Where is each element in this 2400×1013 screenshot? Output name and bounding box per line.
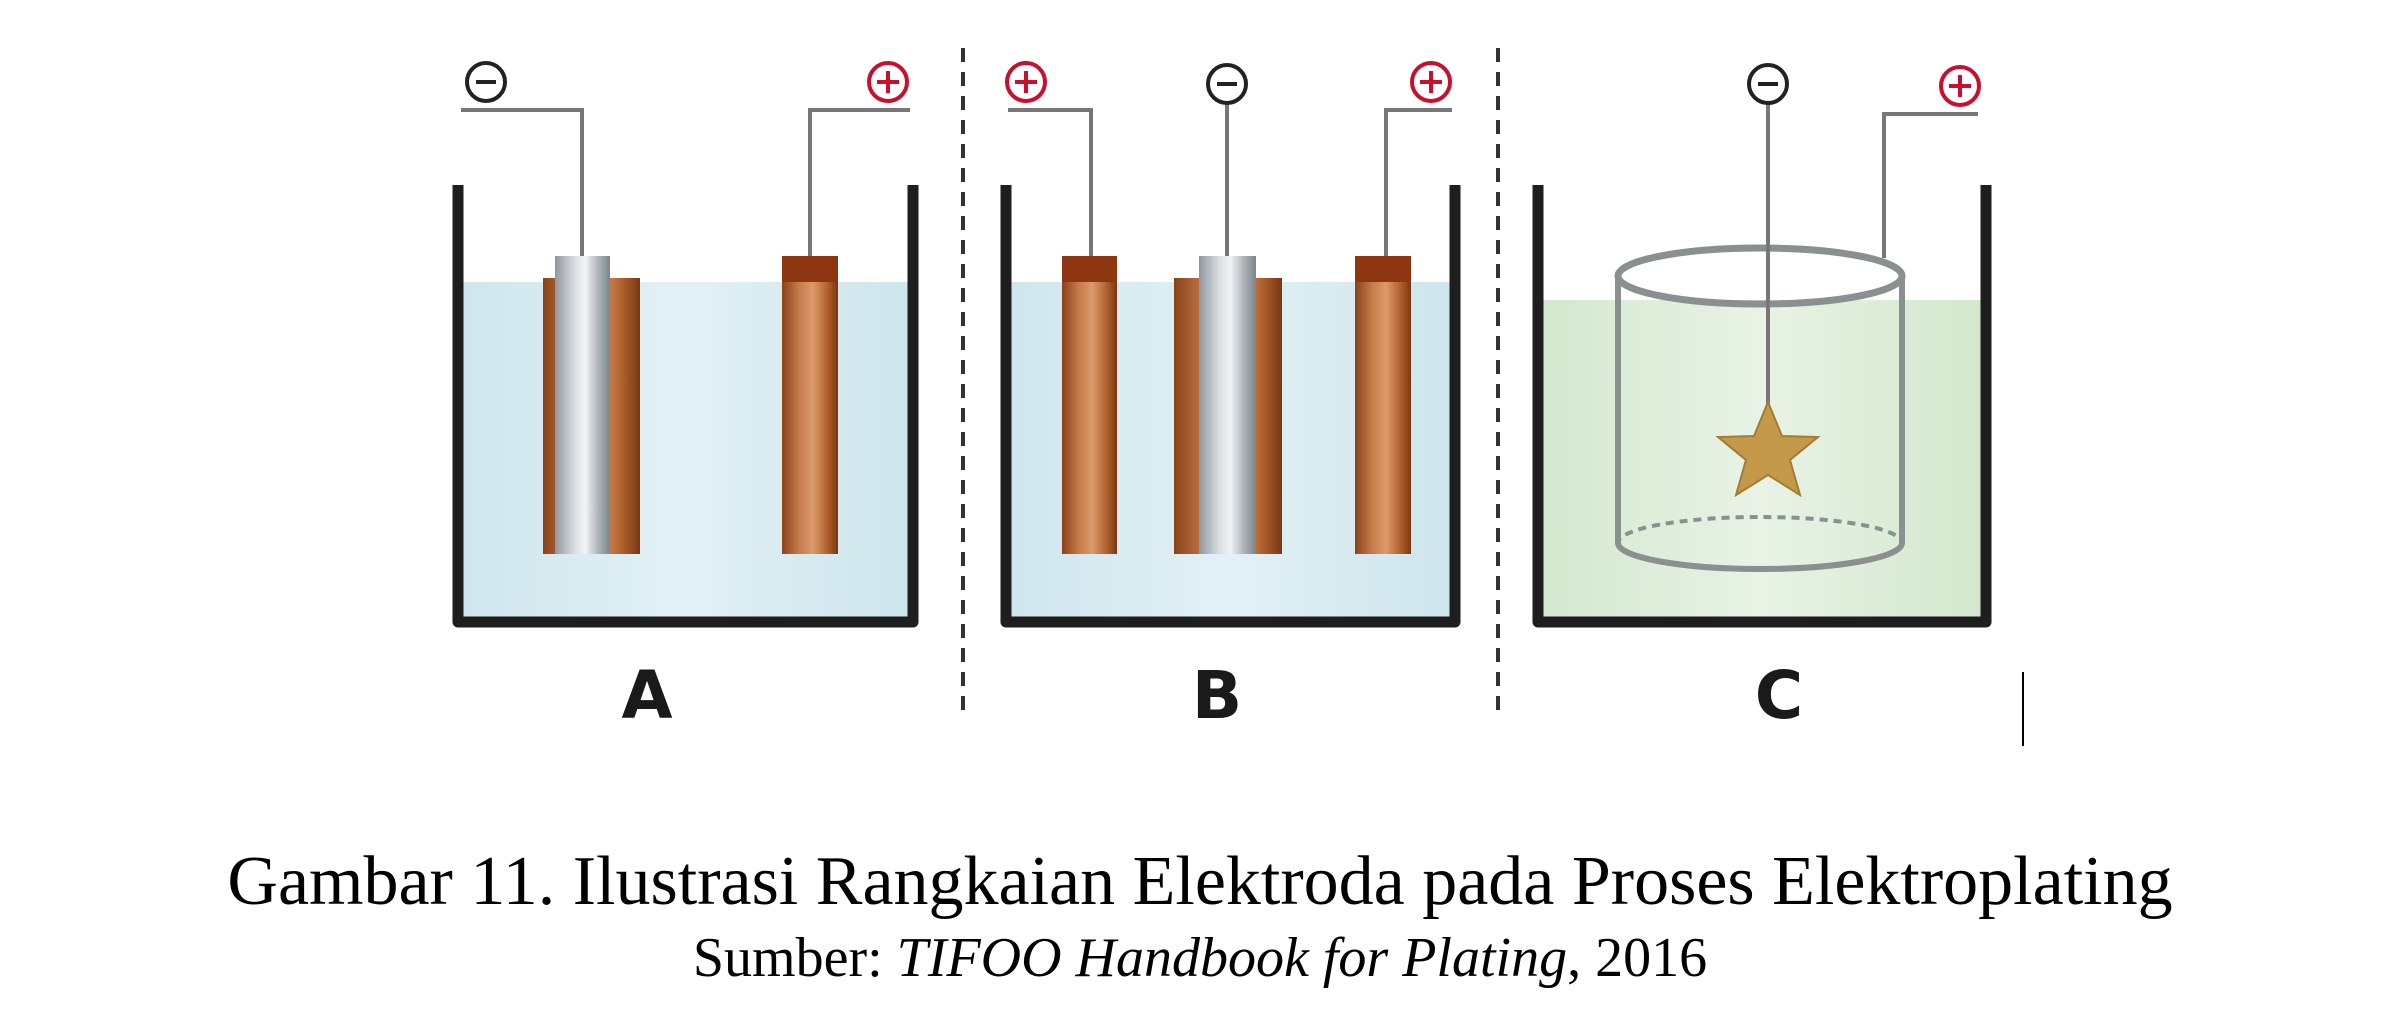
source-year: , 2016 <box>1567 927 1708 989</box>
copper-electrode <box>782 256 838 554</box>
basket-rim <box>1614 244 1906 308</box>
panel-label-b: B <box>1192 657 1242 734</box>
panel-b: B <box>1000 61 1461 734</box>
minus-terminal-icon <box>1206 63 1248 105</box>
wire <box>1384 108 1452 256</box>
vessel <box>1000 185 1461 628</box>
copper-electrode <box>1062 256 1117 554</box>
panel-c: C <box>1532 63 1992 734</box>
caption-title: Gambar 11. Ilustrasi Rangkaian Elektroda… <box>227 843 2173 920</box>
panel-label-c: C <box>1755 657 1803 734</box>
minus-terminal-icon <box>465 61 507 103</box>
electrode-cap <box>782 256 838 282</box>
star-object-icon <box>1715 399 1821 498</box>
steel-electrode <box>1199 256 1256 554</box>
source-prefix: Sumber: <box>692 927 897 989</box>
electroplating-diagram: A B <box>452 48 1992 734</box>
plus-terminal-icon <box>1939 65 1981 107</box>
plus-terminal-icon <box>1410 61 1452 103</box>
basket-bottom-front <box>1615 542 1905 572</box>
wire <box>461 108 584 256</box>
electrode-cap <box>1355 256 1411 282</box>
wire <box>1008 108 1093 256</box>
text-cursor <box>2022 672 2024 746</box>
electrolyte <box>461 282 909 622</box>
wire <box>1882 112 1978 258</box>
steel-electrode <box>555 256 610 554</box>
source-book-title: TIFOO Handbook for Plating <box>896 927 1568 989</box>
figure-caption: Gambar 11. Ilustrasi Rangkaian Elektroda… <box>0 840 2400 992</box>
panel-a: A <box>452 61 919 734</box>
plus-terminal-icon <box>867 61 909 103</box>
basket-cylinder <box>1615 276 1905 543</box>
electrode-cap <box>1062 256 1117 282</box>
vessel <box>1532 185 1992 628</box>
panel-label-a: A <box>621 657 672 734</box>
minus-terminal-icon <box>1747 63 1789 105</box>
plus-terminal-icon <box>1005 61 1047 103</box>
copper-electrode <box>1355 256 1411 554</box>
wire <box>808 108 910 256</box>
vessel <box>452 185 919 628</box>
caption-source: Sumber: TIFOO Handbook for Plating, 2016 <box>0 924 2400 992</box>
